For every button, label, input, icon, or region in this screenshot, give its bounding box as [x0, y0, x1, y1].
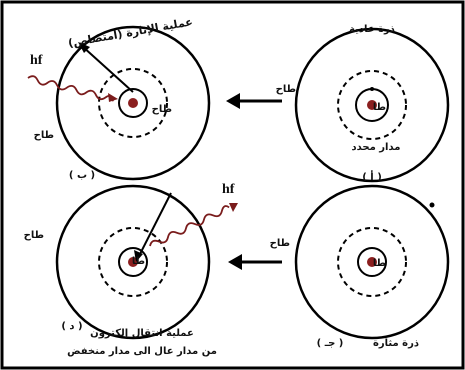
outer-orbit [55, 184, 211, 340]
nucleus [367, 257, 377, 267]
inner-orbit [357, 247, 387, 277]
orbit-label-outer: طاح [276, 84, 296, 95]
dashed-orbit [98, 227, 168, 297]
panel-letter: ( ب ) [69, 170, 95, 181]
photon-arrowhead [229, 203, 238, 212]
panel-a: ذرة عادية طاح طا مدار محدد ( أ ) [276, 24, 450, 183]
orbit-label-outer: طاح [34, 130, 54, 141]
electron [370, 87, 374, 91]
photon-label: hf [222, 182, 235, 197]
photon-wave [27, 75, 114, 102]
orbit-label-inner: طا [132, 256, 145, 267]
dashed-orbit [337, 70, 407, 140]
dashed-orbit [337, 227, 407, 297]
photon-label: hf [30, 53, 43, 68]
panel-title-line2: من مدار عال الى مدار منخفض [67, 346, 217, 357]
nucleus [367, 100, 377, 110]
photon-wave [149, 205, 230, 247]
inner-orbit [118, 88, 148, 118]
orbit-label-lower: طاح [152, 104, 172, 115]
excited-electron [429, 202, 435, 208]
orbit-label-inner: طا [373, 258, 386, 269]
excitation-arrow [81, 45, 134, 93]
excitation-arrowhead [78, 42, 90, 53]
nucleus [128, 257, 138, 267]
dashed-orbit [98, 68, 168, 138]
panel-letter: ( أ ) [362, 170, 382, 183]
panel-d: hf طاح طا ( د ) عملية انتقال إلكترون من … [24, 182, 238, 357]
outer-orbit [55, 25, 211, 181]
orbit-label-outer: طاح [24, 230, 44, 241]
arrow-c-to-d [228, 254, 282, 270]
panel-title: ذرة عادية [349, 24, 395, 35]
emission-arrow [138, 192, 172, 257]
outer-orbit [294, 184, 450, 340]
panel-title-line1: عملية انتقال إلكترون [90, 328, 194, 339]
emission-arrowhead [134, 250, 143, 262]
orbit-label-outer: طاح [270, 238, 290, 249]
inner-orbit [118, 247, 148, 277]
nucleus [128, 98, 138, 108]
panel-c: طاح طا ( جـ ) ذرة مثارة [270, 184, 450, 349]
orbit-label-inner: طا [373, 102, 386, 113]
outer-orbit [294, 27, 450, 183]
panel-caption: مدار محدد [352, 142, 401, 153]
panel-b: hf عملية الإثارة (امتصاص) طاح طاح ( ب ) [27, 15, 211, 181]
photon-arrowhead [108, 93, 118, 102]
panel-letter: ( جـ ) [317, 338, 344, 349]
panel-caption: ذرة مثارة [373, 338, 419, 349]
panel-title: عملية الإثارة (امتصاص) [67, 15, 193, 50]
panel-letter: ( د ) [61, 321, 82, 332]
arrow-a-to-b [226, 93, 282, 109]
